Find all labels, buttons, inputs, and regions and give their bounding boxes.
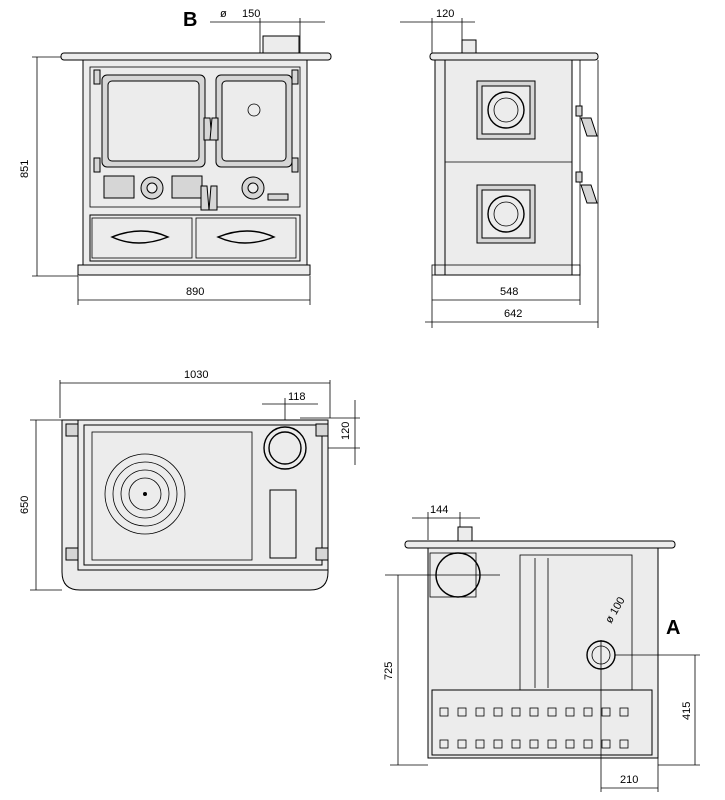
- view-b-label: B: [183, 9, 197, 31]
- side-depth-total: 642: [504, 308, 522, 320]
- front-width: 890: [186, 286, 204, 298]
- front-height: 851: [19, 160, 31, 178]
- top-depth: 650: [19, 496, 31, 514]
- front-view: B ø 150: [19, 8, 332, 305]
- vent-slots-top: [439, 707, 629, 717]
- top-width: 1030: [184, 369, 208, 381]
- view-a-label: A: [666, 617, 680, 639]
- side-flue-offset: 120: [436, 8, 454, 20]
- side-view: 120 548 642: [400, 8, 599, 328]
- top-flue-y: 120: [340, 422, 352, 440]
- rear-height: 725: [383, 662, 395, 680]
- side-depth-inner: 548: [500, 286, 518, 298]
- rear-outlet-height: 415: [681, 702, 693, 720]
- rear-flue-offset: 144: [430, 504, 448, 516]
- rear-outlet-x: 210: [620, 774, 638, 786]
- vent-slots-bottom: [439, 739, 629, 749]
- top-view: 1030 118 120 650: [19, 369, 360, 591]
- rear-view: A 144 ø 100 725: [383, 504, 700, 792]
- front-flue-diameter-symbol: ø: [220, 8, 227, 20]
- front-flue-diameter: 150: [242, 8, 260, 20]
- top-flue-x: 118: [288, 391, 306, 403]
